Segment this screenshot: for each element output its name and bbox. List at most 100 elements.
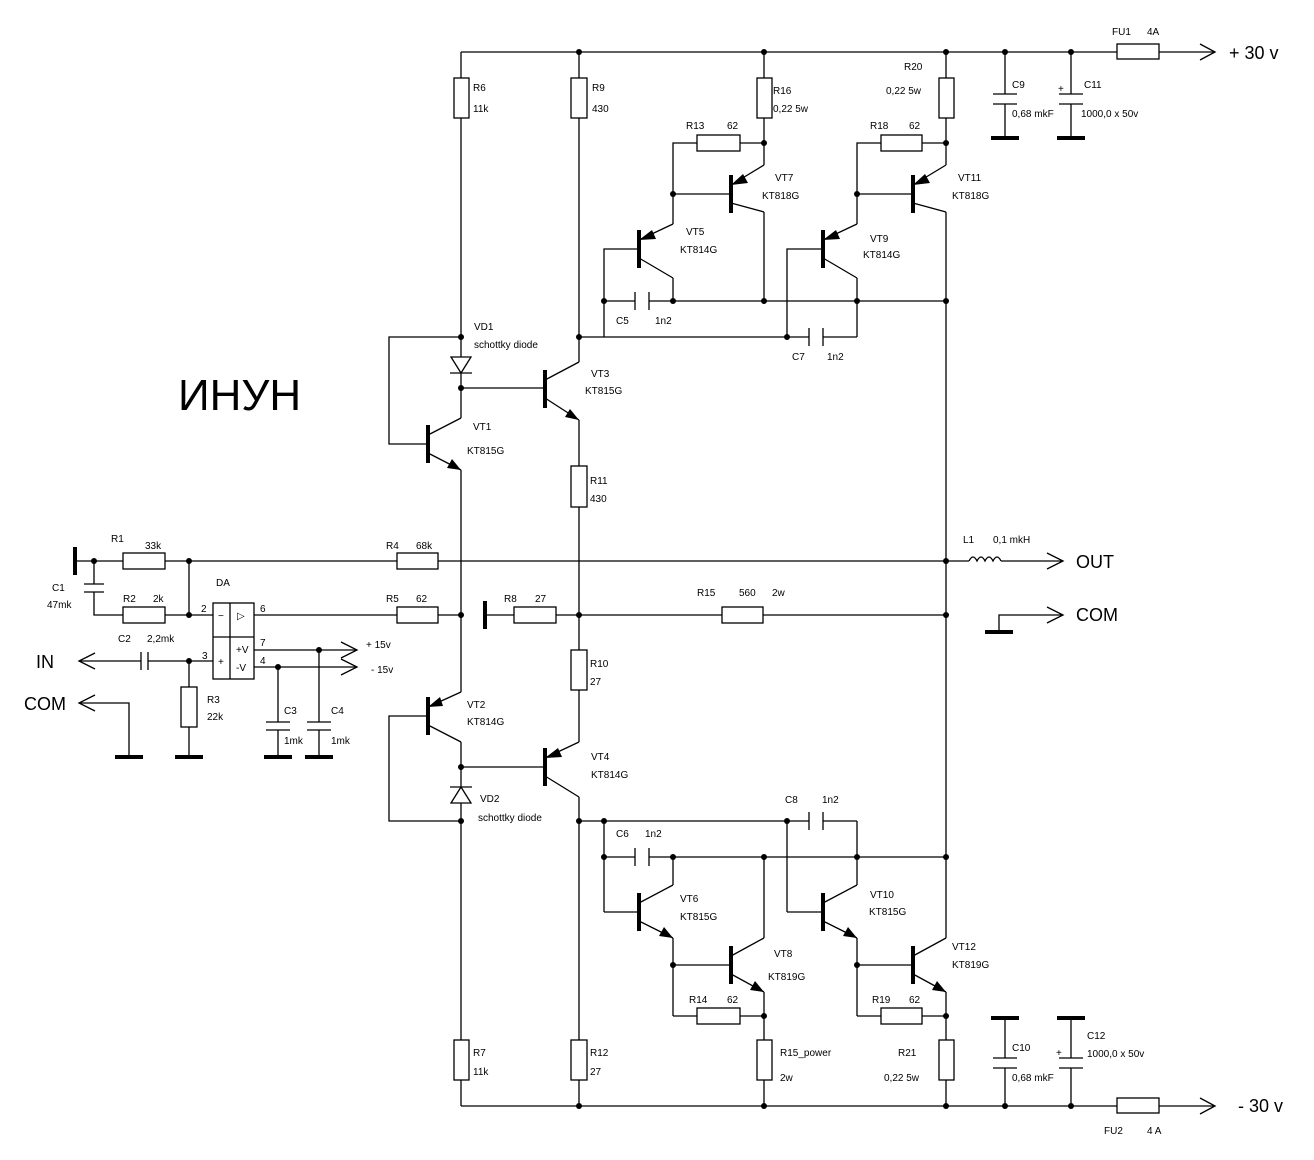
opamp-pin4: 4 — [260, 656, 266, 667]
resistor-r14 — [696, 1007, 741, 1025]
vt1-label: VT1 — [473, 422, 492, 433]
vt10-label: VT10 — [870, 890, 894, 901]
l1-label: L1 — [963, 535, 975, 546]
r4-label: R4 — [386, 541, 399, 552]
transistor-vt2 — [426, 691, 462, 743]
resistor-r16 — [756, 77, 773, 119]
resistor-r10 — [570, 649, 588, 691]
r16-label: R16 — [773, 86, 792, 97]
r18-label: R18 — [870, 121, 889, 132]
c6-label: C6 — [616, 829, 629, 840]
r6-label: R6 — [473, 83, 486, 94]
c8-value: 1n2 — [822, 795, 839, 806]
r9-value: 430 — [592, 104, 609, 115]
vt4-type: KT814G — [591, 770, 628, 781]
c6-value: 1n2 — [645, 829, 662, 840]
opamp-pin6: 6 — [260, 604, 266, 615]
vt10-type: KT815G — [869, 907, 906, 918]
vd1-type: schottky diode — [474, 340, 538, 351]
r15-power-rating: 2w — [772, 588, 786, 599]
com-terminal-right: COM — [1076, 605, 1118, 625]
vt2-type: KT814G — [467, 717, 504, 728]
vt9-label: VT9 — [870, 234, 889, 245]
transistor-vt8 — [729, 937, 765, 993]
r12-label: R11 — [590, 476, 608, 487]
input-wiring — [77, 641, 359, 759]
diode-vd2 — [449, 785, 473, 804]
opamp-plus: + — [218, 657, 224, 668]
fuse-fu1 — [1116, 43, 1160, 60]
fu1-label: FU1 — [1112, 27, 1131, 38]
r21-label: R21 — [898, 1048, 917, 1059]
vpos-label: + 30 v — [1229, 43, 1279, 63]
c7-label: C7 — [792, 352, 805, 363]
transistor-vt11 — [911, 164, 947, 213]
r2-value: 2k — [153, 594, 165, 605]
opamp-pin3: 3 — [202, 651, 208, 662]
transistor-vt10 — [821, 884, 858, 939]
r17-value: 2w — [780, 1073, 794, 1084]
r14-label: R14 — [689, 995, 708, 1006]
opamp-vminus: -V — [236, 663, 246, 674]
resistor-r5 — [396, 606, 439, 624]
c10-value: 0,68 mkF — [1012, 1073, 1054, 1084]
resistor-r8 — [513, 606, 557, 624]
transistor-vt7 — [729, 164, 765, 213]
r2-label: R2 — [123, 594, 136, 605]
capacitor-c8 — [808, 812, 824, 830]
r5-value: 62 — [416, 594, 428, 605]
vt2-label: VT2 — [467, 700, 486, 711]
r5-label: R5 — [386, 594, 399, 605]
c8-label: C8 — [785, 795, 798, 806]
upper-output-wiring — [579, 52, 947, 938]
c12-value: 1000,0 x 50v — [1087, 1049, 1144, 1060]
r14-value: 62 — [727, 995, 739, 1006]
resistor-r21 — [938, 1039, 955, 1081]
r10-value: 27 — [590, 677, 602, 688]
transistor-vt5 — [637, 223, 674, 279]
vneg-label: - 30 v — [1238, 1096, 1283, 1116]
in-terminal: IN — [36, 652, 54, 672]
resistor-r20 — [938, 77, 955, 119]
transistor-vt1 — [426, 417, 462, 471]
r8-label: R8 — [504, 594, 517, 605]
diode-vd1 — [449, 356, 473, 375]
n15-label: - 15v — [371, 665, 393, 676]
fu2-value: 4 A — [1147, 1126, 1162, 1137]
vt3-type: KT815G — [585, 386, 622, 397]
r4-value: 68k — [416, 541, 433, 552]
opamp-pin7: 7 — [260, 638, 266, 649]
vt5-label: VT5 — [686, 227, 705, 238]
capacitor-c7 — [808, 328, 824, 346]
resistor-r19 — [880, 1007, 923, 1025]
r15-value: 560 — [739, 588, 756, 599]
fu1-value: 4A — [1147, 27, 1160, 38]
resistor-r2 — [122, 606, 166, 624]
r12-value: 430 — [590, 494, 607, 505]
resistor-r1 — [122, 552, 166, 570]
opamp-da — [212, 602, 255, 680]
transistor-vt3 — [543, 361, 580, 421]
vt3-label: VT3 — [591, 369, 610, 380]
vt7-type: KT818G — [762, 191, 799, 202]
opamp-pin2: 2 — [201, 604, 207, 615]
vd1-label: VD1 — [474, 322, 494, 333]
c2-value: 2,2mk — [147, 634, 175, 645]
c9-label: C9 — [1012, 80, 1025, 91]
r18-value: 62 — [909, 121, 921, 132]
r13-value: 62 — [727, 121, 739, 132]
vt9-type: KT814G — [863, 250, 900, 261]
com-terminal-left: COM — [24, 694, 66, 714]
left-column-wiring — [388, 52, 545, 1106]
r6-value: 11k — [473, 104, 489, 115]
r1-label: R1 — [111, 534, 124, 545]
vt4-label: VT4 — [591, 752, 610, 763]
c5-value: 1n2 — [655, 316, 672, 327]
r8-value: 27 — [535, 594, 547, 605]
c7-value: 1n2 — [827, 352, 844, 363]
r9-label: R9 — [592, 83, 605, 94]
negative-rail — [461, 1097, 1217, 1115]
positive-rail — [461, 43, 1217, 61]
r13-label: R13 — [686, 121, 705, 132]
r19-value: 62 — [909, 995, 921, 1006]
